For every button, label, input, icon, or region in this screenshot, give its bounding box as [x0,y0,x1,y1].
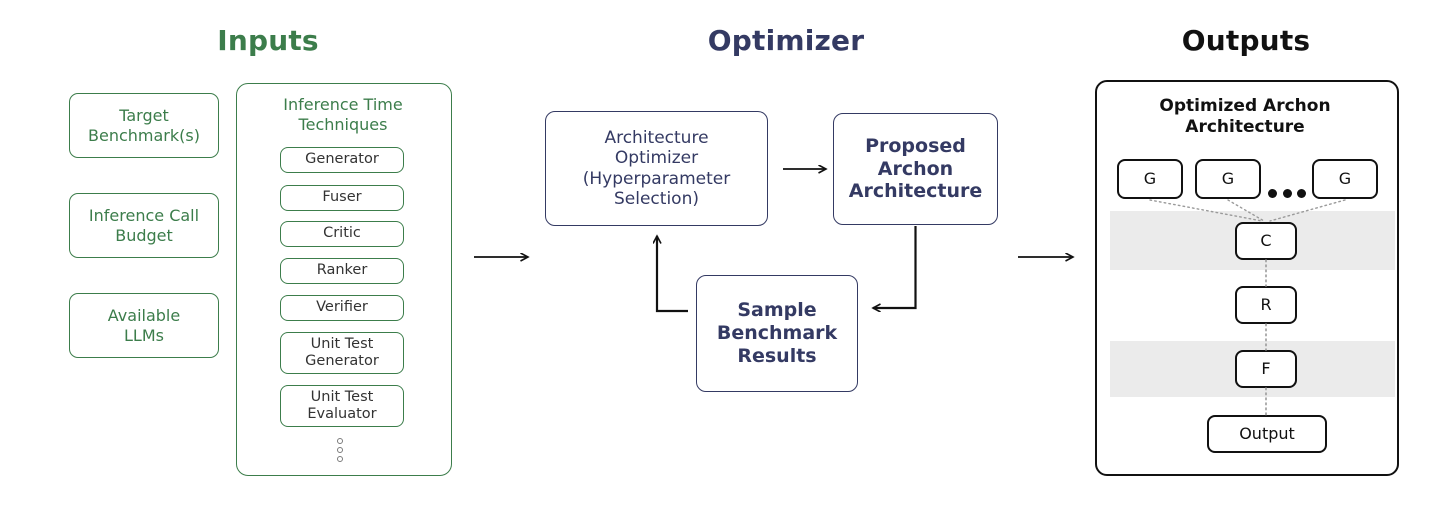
stage-label: C [1260,231,1272,251]
output-label: Output [1239,424,1295,444]
technique-label: Generator [305,151,379,168]
output-final-box[interactable]: Output [1207,415,1327,453]
optimized-architecture-title: Optimized Archon Architecture [1159,96,1331,138]
techniques-vertical-ellipsis-icon [336,438,344,462]
generator-label: G [1143,169,1157,189]
output-stage-critic[interactable]: C [1235,222,1297,260]
proposed-archon-architecture-box[interactable]: Proposed Archon Architecture [833,113,998,225]
dot-icon [337,447,343,453]
technique-label: Unit Test Evaluator [307,388,377,422]
arrow-sample-to-optimizer [657,236,688,313]
section-title-optimizer: Optimizer [707,24,865,57]
dot-icon [1297,188,1306,198]
sample-benchmark-results-label: Sample Benchmark Results [716,299,838,367]
section-title-inputs: Inputs [217,24,319,57]
output-generator-box-1[interactable]: G [1117,159,1183,199]
input-card-label: Inference Call Budget [88,206,200,245]
stage-label: F [1261,359,1271,379]
output-stage-fuser[interactable]: F [1235,350,1297,388]
generator-label: G [1338,169,1352,189]
sample-benchmark-results-box[interactable]: Sample Benchmark Results [696,275,858,392]
technique-unit-test-generator[interactable]: Unit Test Generator [280,332,404,374]
technique-critic[interactable]: Critic [280,221,404,247]
dot-icon [337,438,343,444]
optimized-archon-architecture-panel [1095,80,1399,476]
input-card-available-llms[interactable]: Available LLMs [69,293,219,358]
proposed-architecture-label: Proposed Archon Architecture [848,134,983,203]
output-generator-box-3[interactable]: G [1312,159,1378,199]
dot-icon [337,456,343,462]
output-generator-box-2[interactable]: G [1195,159,1261,199]
dot-icon [1282,188,1292,198]
generator-label: G [1221,169,1235,189]
architecture-optimizer-box[interactable]: Architecture Optimizer (Hyperparameter S… [545,111,768,226]
techniques-panel-title: Inference Time Techniques [283,95,403,134]
input-card-label: Available LLMs [107,306,181,345]
technique-label: Ranker [316,262,368,279]
arrow-proposed-to-sample [873,226,917,308]
technique-fuser[interactable]: Fuser [280,185,404,211]
technique-label: Unit Test Generator [305,335,379,369]
technique-label: Verifier [316,299,368,316]
input-card-inference-call-budget[interactable]: Inference Call Budget [69,193,219,258]
technique-verifier[interactable]: Verifier [280,295,404,321]
output-stage-ranker[interactable]: R [1235,286,1297,324]
section-title-outputs: Outputs [1181,24,1311,57]
input-card-label: Target Benchmark(s) [88,106,200,145]
generators-horizontal-ellipsis-icon [1268,188,1306,198]
technique-ranker[interactable]: Ranker [280,258,404,284]
technique-unit-test-evaluator[interactable]: Unit Test Evaluator [280,385,404,427]
technique-generator[interactable]: Generator [280,147,404,173]
input-card-target-benchmarks[interactable]: Target Benchmark(s) [69,93,219,158]
technique-label: Critic [323,225,361,242]
dot-icon [1268,188,1277,198]
architecture-optimizer-label: Architecture Optimizer (Hyperparameter S… [582,127,731,209]
technique-label: Fuser [322,189,362,206]
stage-label: R [1260,295,1272,315]
